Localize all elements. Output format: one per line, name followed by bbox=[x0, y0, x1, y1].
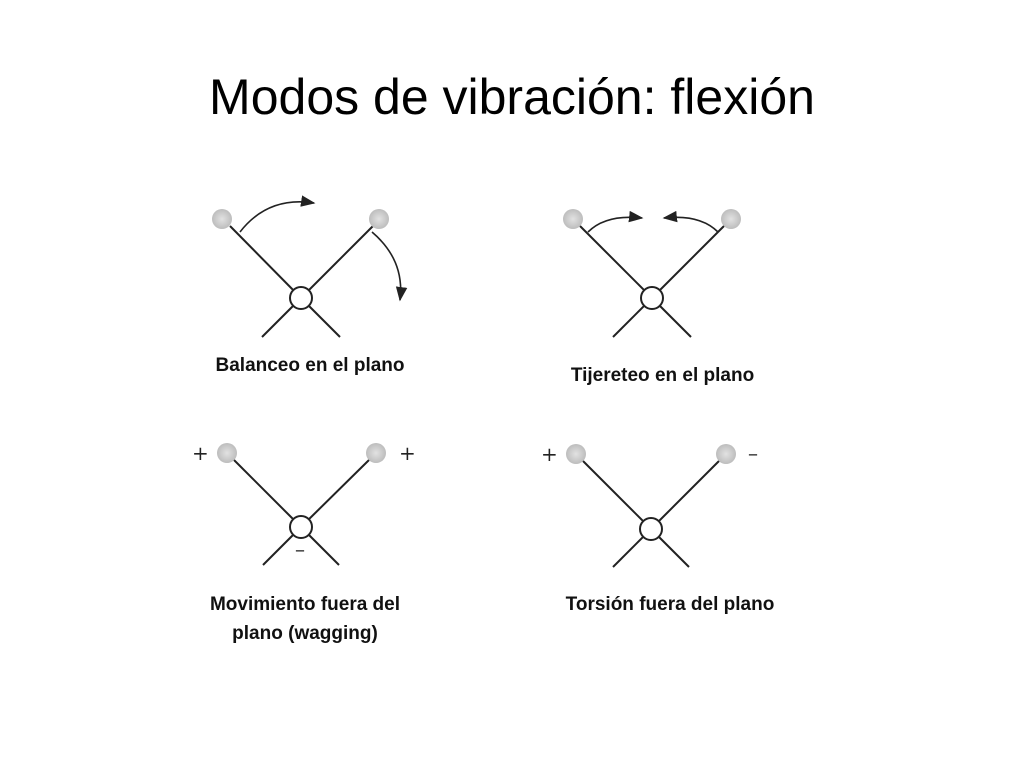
sign-twist-right: – bbox=[748, 441, 758, 465]
atom-left bbox=[217, 443, 237, 463]
bond-right bbox=[300, 225, 374, 299]
atom-left bbox=[563, 209, 583, 229]
atom-right bbox=[369, 209, 389, 229]
rocking-diagram bbox=[212, 195, 408, 338]
bond-left bbox=[233, 459, 302, 528]
atom-right bbox=[721, 209, 741, 229]
atom-left bbox=[566, 444, 586, 464]
bond-right bbox=[650, 460, 720, 530]
bond-right bbox=[300, 459, 370, 528]
atom-right bbox=[366, 443, 386, 463]
atom-left bbox=[212, 209, 232, 229]
bond-left bbox=[229, 225, 302, 299]
twisting-diagram bbox=[566, 444, 736, 568]
caption-scissoring: Tijereteo en el plano bbox=[570, 365, 755, 386]
central-atom bbox=[289, 286, 313, 310]
caption-wagging-line2: plano (wagging) bbox=[232, 623, 378, 644]
sign-twist-left: + bbox=[541, 442, 558, 466]
central-atom bbox=[639, 517, 663, 541]
bond-right bbox=[651, 225, 725, 299]
rocking-arrow-top bbox=[239, 195, 316, 233]
sign-wag-right: + bbox=[399, 441, 416, 465]
sign-wag-center: – bbox=[295, 537, 305, 561]
caption-rocking: Balanceo en el plano bbox=[215, 355, 405, 376]
scissor-arrow-right bbox=[662, 210, 719, 233]
bond-left bbox=[579, 225, 653, 299]
caption-twisting: Torsión fuera del plano bbox=[565, 594, 775, 615]
caption-wagging-line1: Movimiento fuera del bbox=[209, 594, 401, 615]
rocking-arrow-side bbox=[371, 231, 408, 302]
wagging-diagram bbox=[217, 443, 386, 566]
central-atom bbox=[640, 286, 664, 310]
scissor-arrow-left bbox=[587, 210, 644, 233]
central-atom bbox=[289, 515, 313, 539]
scissoring-diagram bbox=[563, 209, 741, 338]
atom-right bbox=[716, 444, 736, 464]
sign-wag-left: + bbox=[192, 441, 209, 465]
caption-wagging: Movimiento fuera del plano (wagging) bbox=[180, 590, 430, 648]
slide-title: Modos de vibración: flexión bbox=[209, 69, 815, 125]
bond-left bbox=[582, 460, 652, 530]
